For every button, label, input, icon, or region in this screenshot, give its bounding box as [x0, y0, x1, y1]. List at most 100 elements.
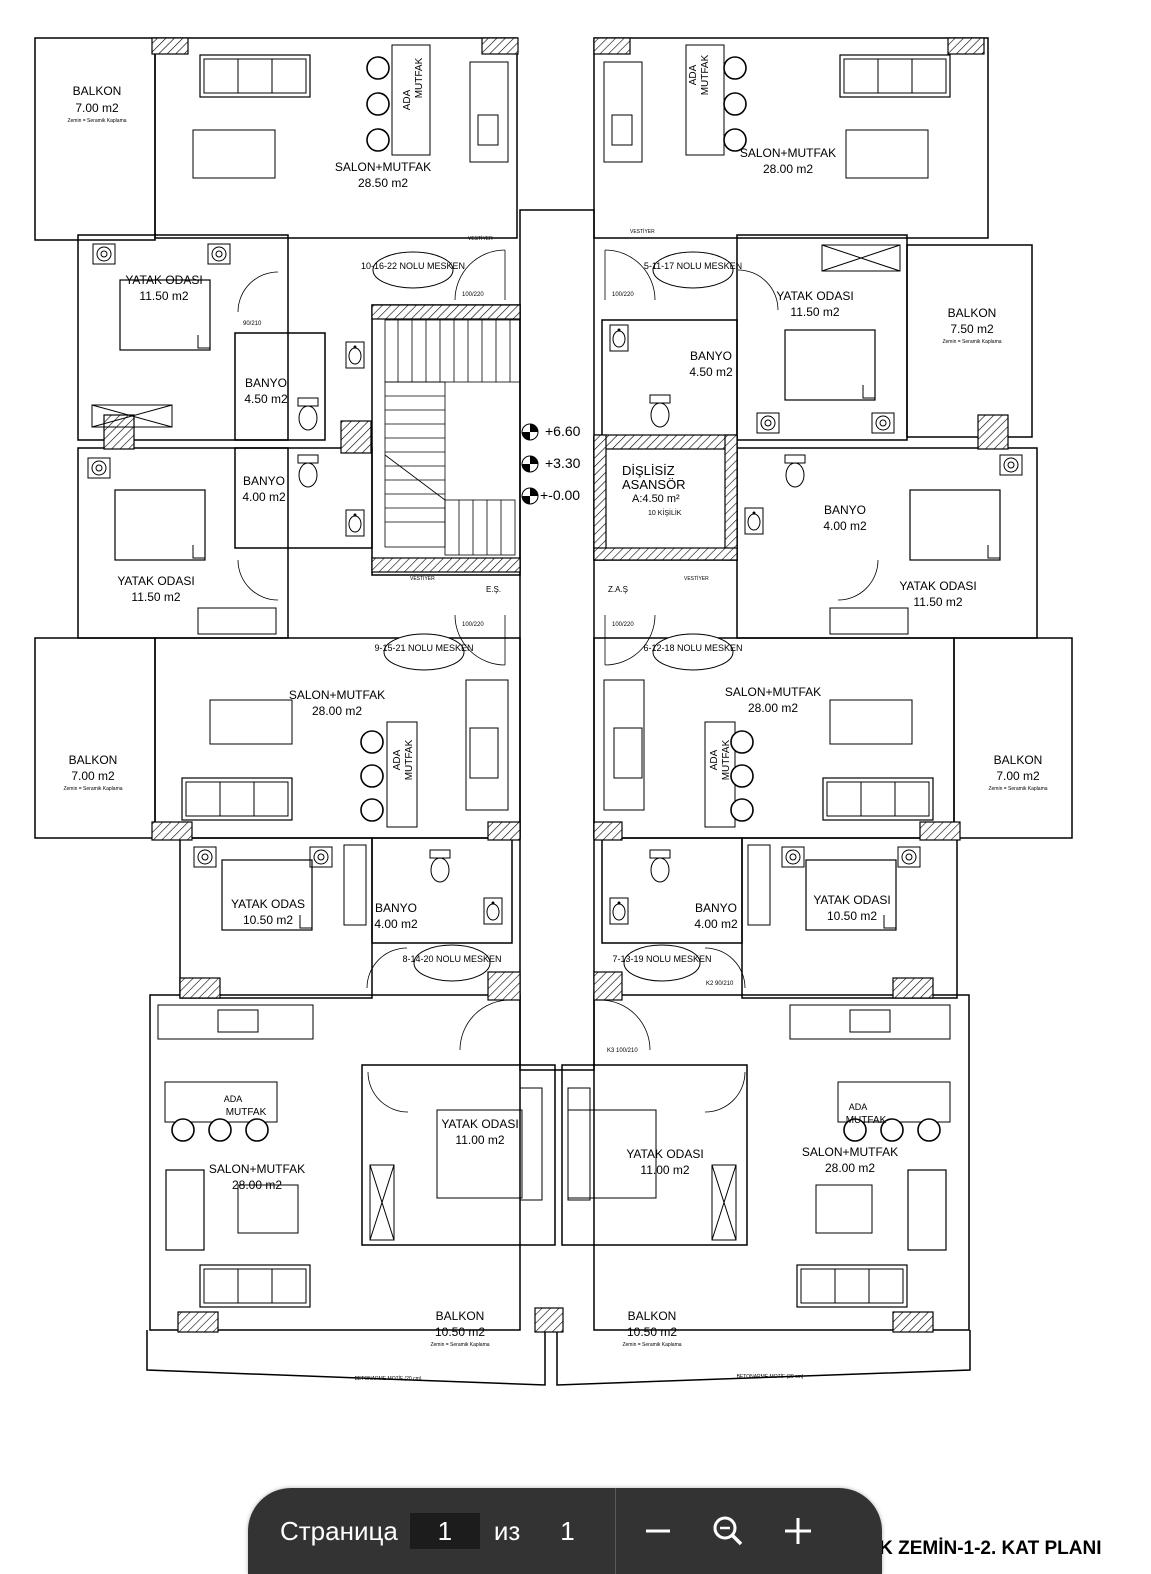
svg-text:10 KİŞİLİK: 10 KİŞİLİK	[648, 508, 682, 517]
svg-text:28.00 m2: 28.00 m2	[748, 701, 798, 715]
room-labels: BALKON 7.00 m2 Zemin = Seramik Kaplama S…	[63, 54, 1047, 1382]
svg-text:100/220: 100/220	[462, 292, 484, 298]
svg-text:ADA: ADA	[709, 749, 720, 770]
svg-text:Z.A.Ş: Z.A.Ş	[608, 585, 628, 594]
svg-text:BALKON: BALKON	[994, 753, 1043, 767]
svg-text:BANYO: BANYO	[824, 503, 866, 517]
svg-text:100/220: 100/220	[462, 622, 484, 628]
svg-text:Zemin = Seramik Kaplama: Zemin = Seramik Kaplama	[430, 1342, 489, 1348]
bathroom-fixtures	[297, 324, 806, 925]
drawing-title: B BLOK ZEMİN-1-2. KAT PLANI	[820, 1538, 1102, 1559]
svg-text:ADA: ADA	[402, 89, 413, 110]
svg-text:10.50 m2: 10.50 m2	[243, 913, 293, 927]
svg-text:BANYO: BANYO	[695, 901, 737, 915]
total-pages: 1	[560, 1515, 575, 1546]
svg-text:YATAK ODAS: YATAK ODAS	[231, 897, 305, 911]
svg-text:BALKON: BALKON	[948, 306, 997, 320]
svg-text:11.00 m2: 11.00 m2	[640, 1163, 689, 1177]
page-label: Страница	[280, 1515, 398, 1546]
toolbar-divider	[614, 1488, 616, 1574]
svg-text:BALKON: BALKON	[69, 753, 118, 767]
svg-text:VESTİYER: VESTİYER	[630, 228, 655, 235]
svg-text:YATAK ODASI: YATAK ODASI	[776, 289, 853, 303]
flat-tag-5-11-17: 5-11-17 NOLU MESKEN	[644, 261, 742, 271]
svg-text:11.50 m2: 11.50 m2	[790, 305, 839, 319]
svg-text:28.00 m2: 28.00 m2	[825, 1161, 875, 1175]
svg-text:100/220: 100/220	[612, 622, 634, 628]
svg-text:7.00 m2: 7.00 m2	[75, 101, 119, 115]
svg-text:MUTFAK: MUTFAK	[414, 57, 425, 98]
svg-text:BETONARME MOTİF (20 cm): BETONARME MOTİF (20 cm)	[737, 1373, 804, 1380]
svg-text:11.50 m2: 11.50 m2	[913, 595, 962, 609]
svg-text:E.Ş.: E.Ş.	[486, 585, 501, 594]
page-number-input[interactable]	[409, 1513, 480, 1549]
svg-text:YATAK ODASI: YATAK ODASI	[899, 579, 976, 593]
svg-text:K2 90/210: K2 90/210	[706, 981, 734, 987]
flat-tag-7-13-19: 7-13-19 NOLU MESKEN	[612, 954, 711, 964]
svg-text:SALON+MUTFAK: SALON+MUTFAK	[740, 146, 836, 160]
svg-text:ADA: ADA	[224, 1094, 243, 1104]
svg-text:MUTFAK: MUTFAK	[846, 1115, 887, 1126]
svg-text:Zemin = Seramik Kaplama: Zemin = Seramik Kaplama	[942, 339, 1001, 345]
bar-stools	[171, 56, 941, 1142]
svg-text:11.50 m2: 11.50 m2	[139, 289, 188, 303]
svg-text:SALON+MUTFAK: SALON+MUTFAK	[209, 1162, 305, 1176]
level-6-60: +6.60	[545, 423, 581, 439]
level-3-30: +3.30	[545, 455, 581, 471]
svg-text:SALON+MUTFAK: SALON+MUTFAK	[802, 1145, 898, 1159]
columns	[103, 37, 1009, 1333]
svg-text:YATAK ODASI: YATAK ODASI	[117, 574, 194, 588]
svg-text:BETONARME MOTİF (20 cm): BETONARME MOTİF (20 cm)	[355, 1375, 422, 1382]
svg-text:SALON+MUTFAK: SALON+MUTFAK	[289, 688, 385, 702]
svg-text:ADA: ADA	[688, 64, 699, 85]
svg-text:4.50 m2: 4.50 m2	[244, 392, 288, 406]
svg-text:ADA: ADA	[392, 749, 403, 770]
svg-text:4.00 m2: 4.00 m2	[694, 917, 738, 931]
elevation-markers: +6.60 +3.30 +-0.00	[521, 423, 581, 505]
svg-text:BANYO: BANYO	[245, 376, 287, 390]
svg-text:Zemin = Seramik Kaplama: Zemin = Seramik Kaplama	[67, 118, 126, 124]
svg-text:Zemin = Seramik Kaplama: Zemin = Seramik Kaplama	[988, 786, 1047, 792]
svg-text:YATAK ODASI: YATAK ODASI	[441, 1117, 518, 1131]
pdf-viewer-toolbar: Страница из 1	[248, 1488, 882, 1574]
svg-text:BALKON: BALKON	[628, 1309, 677, 1323]
svg-text:A:4.50 m²: A:4.50 m²	[632, 493, 680, 505]
zoom-out-button[interactable]	[630, 1503, 686, 1559]
svg-text:11.50 m2: 11.50 m2	[131, 590, 180, 604]
svg-text:SALON+MUTFAK: SALON+MUTFAK	[725, 685, 821, 699]
flat-tag-10-16-22: 10-16-22 NOLU MESKEN	[361, 261, 465, 271]
svg-text:4.00 m2: 4.00 m2	[374, 917, 418, 931]
svg-text:K3 100/210: K3 100/210	[607, 1048, 638, 1054]
level-0-00: +-0.00	[540, 487, 580, 503]
magnifier-icon	[713, 1516, 743, 1546]
svg-text:28.00 m2: 28.00 m2	[763, 162, 813, 176]
svg-text:10.50 m2: 10.50 m2	[435, 1325, 485, 1339]
svg-text:4.50 m2: 4.50 m2	[689, 365, 733, 379]
svg-text:28.00 m2: 28.00 m2	[312, 704, 362, 718]
svg-text:BALKON: BALKON	[436, 1309, 485, 1323]
zoom-reset-button[interactable]	[700, 1503, 756, 1559]
svg-text:SALON+MUTFAK: SALON+MUTFAK	[335, 160, 431, 174]
doors	[237, 249, 879, 1113]
svg-text:VESTİYER: VESTİYER	[684, 575, 709, 582]
svg-text:7.50 m2: 7.50 m2	[950, 322, 994, 336]
flat-tag-6-12-18: 6-12-18 NOLU MESKEN	[643, 643, 742, 653]
svg-text:BALKON: BALKON	[73, 84, 122, 98]
svg-text:YATAK ODASI: YATAK ODASI	[125, 273, 202, 287]
svg-text:BANYO: BANYO	[375, 901, 417, 915]
plus-icon	[784, 1518, 811, 1544]
svg-text:VESTİYER: VESTİYER	[410, 575, 435, 582]
svg-text:28.50 m2: 28.50 m2	[358, 176, 408, 190]
svg-text:4.00 m2: 4.00 m2	[823, 519, 867, 533]
svg-text:4.00 m2: 4.00 m2	[242, 490, 286, 504]
svg-text:MUTFAK: MUTFAK	[226, 1107, 267, 1118]
svg-text:Zemin = Seramik Kaplama: Zemin = Seramik Kaplama	[63, 786, 122, 792]
zoom-in-button[interactable]	[770, 1503, 826, 1559]
furniture	[87, 44, 1023, 1308]
elevator: DİŞLİSİZ ASANSÖR A:4.50 m² 10 KİŞİLİK	[622, 463, 686, 517]
minus-icon	[645, 1529, 670, 1533]
page-of-label: из	[493, 1515, 521, 1546]
svg-text:ASANSÖR: ASANSÖR	[622, 477, 686, 492]
svg-text:Zemin = Seramik Kaplama: Zemin = Seramik Kaplama	[622, 1342, 681, 1348]
